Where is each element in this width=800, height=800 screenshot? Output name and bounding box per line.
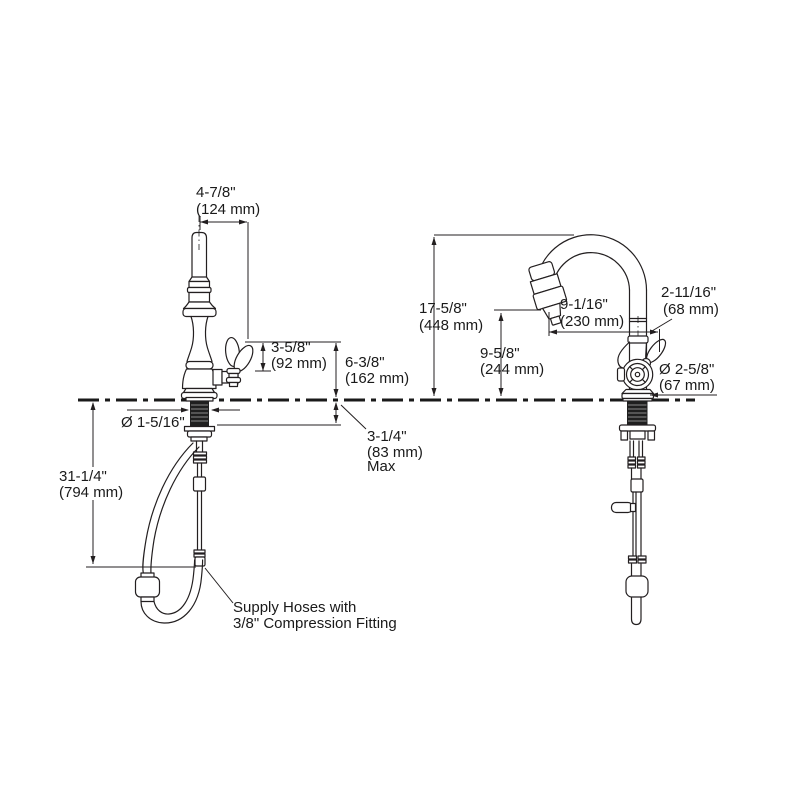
hose-weight bbox=[134, 576, 161, 598]
spray-head bbox=[528, 261, 568, 326]
supply-note-line2: 3/8" Compression Fitting bbox=[233, 615, 397, 632]
dim-overall-height-mm: (448 mm) bbox=[419, 317, 483, 334]
dim-below-deck-mm: (794 mm) bbox=[59, 484, 123, 501]
right-view-below-deck bbox=[610, 397, 657, 626]
dim-base-dia-mm: (67 mm) bbox=[659, 377, 715, 394]
dim-deck-to-handle-mm: (162 mm) bbox=[345, 370, 409, 387]
dimension-labels: 4-7/8" (124 mm) 3-5/8" (92 mm) 6-3/8" (1… bbox=[59, 184, 719, 632]
dim-base-dia-in: Ø 2-5/8" bbox=[659, 361, 714, 378]
dim-deck-to-handle-in: 6-3/8" bbox=[345, 354, 385, 371]
left-view-below-deck bbox=[134, 396, 216, 624]
dim-handle-travel-mm: (92 mm) bbox=[271, 355, 327, 372]
dimension-lines bbox=[90, 219, 717, 604]
gooseneck-outer bbox=[535, 234, 648, 291]
supply-note-line1: Supply Hoses with bbox=[233, 599, 356, 616]
pulldown-hose-weight bbox=[625, 575, 649, 598]
dim-outlet-height-mm: (244 mm) bbox=[480, 361, 544, 378]
handle-offset-leader bbox=[651, 318, 673, 332]
dim-deck-thickness-in: 3-1/4" bbox=[367, 428, 407, 445]
deck-thickness-leader bbox=[340, 404, 367, 430]
dim-spout-tip-width-mm: (124 mm) bbox=[196, 201, 260, 218]
dim-spout-reach-in: 9-1/16" bbox=[560, 296, 608, 313]
dim-handle-offset-in: 2-11/16" bbox=[661, 284, 716, 301]
dim-shank-dia: Ø 1-5/16" bbox=[121, 414, 185, 431]
left-view-faucet bbox=[180, 215, 254, 400]
dim-spout-reach-mm: (230 mm) bbox=[560, 313, 624, 330]
dim-handle-offset-mm: (68 mm) bbox=[663, 301, 719, 318]
hose-clip-lever bbox=[610, 501, 634, 514]
right-view-faucet bbox=[528, 234, 667, 400]
dim-overall-height-in: 17-5/8" bbox=[419, 300, 467, 317]
dim-deck-thickness-note: Max bbox=[367, 458, 396, 475]
supply-note-leader bbox=[204, 567, 234, 604]
dim-spout-tip-width-in: 4-7/8" bbox=[196, 184, 236, 201]
gooseneck-inner bbox=[552, 252, 631, 291]
extension-lines bbox=[86, 216, 660, 568]
dim-handle-travel-in: 3-5/8" bbox=[271, 339, 311, 356]
supply-hose bbox=[142, 442, 194, 575]
dim-outlet-height-in: 9-5/8" bbox=[480, 345, 520, 362]
dim-below-deck-in: 31-1/4" bbox=[59, 468, 107, 485]
dim-deck-thickness-mm: (83 mm) bbox=[367, 444, 423, 461]
